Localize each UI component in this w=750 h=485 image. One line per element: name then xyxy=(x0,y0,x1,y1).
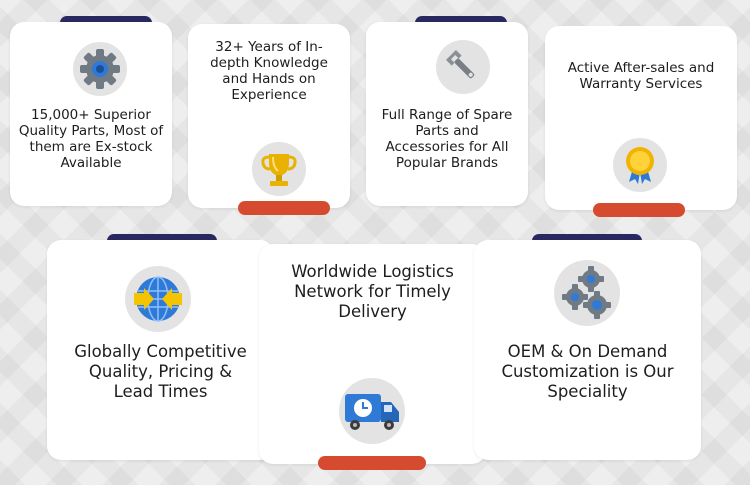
globe-icon xyxy=(125,266,191,332)
card-3-text: Full Range of Spare Parts and Accessorie… xyxy=(381,107,513,171)
card-6-bottom-tab xyxy=(318,456,426,470)
feature-card-after-sales: Active After-sales and Warranty Services xyxy=(545,26,737,210)
card-2-bottom-tab xyxy=(238,201,330,215)
feature-card-competitive: Globally Competitive Quality, Pricing & … xyxy=(47,240,274,460)
card-5-text: Globally Competitive Quality, Pricing & … xyxy=(74,342,247,401)
feature-card-experience: 32+ Years of In-depth Knowledge and Hand… xyxy=(188,24,350,208)
card-7-text: OEM & On Demand Customization is Our Spe… xyxy=(501,342,674,401)
gear-icon xyxy=(73,42,127,96)
feature-card-customization: OEM & On Demand Customization is Our Spe… xyxy=(474,240,701,460)
card-4-text: Active After-sales and Warranty Services xyxy=(567,60,715,92)
delivery-truck-icon xyxy=(339,378,405,444)
card-4-bottom-tab xyxy=(593,203,685,217)
medal-icon xyxy=(613,138,667,192)
feature-card-spare-parts: Full Range of Spare Parts and Accessorie… xyxy=(366,22,528,206)
trophy-icon xyxy=(252,142,306,196)
card-6-text: Worldwide Logistics Network for Timely D… xyxy=(291,262,454,321)
wrench-icon xyxy=(436,40,490,94)
gears-icon xyxy=(554,260,620,326)
card-1-text: 15,000+ Superior Quality Parts, Most of … xyxy=(18,107,164,171)
feature-card-parts: 15,000+ Superior Quality Parts, Most of … xyxy=(10,22,172,206)
feature-card-logistics: Worldwide Logistics Network for Timely D… xyxy=(259,244,486,464)
card-2-text: 32+ Years of In-depth Knowledge and Hand… xyxy=(210,39,328,103)
